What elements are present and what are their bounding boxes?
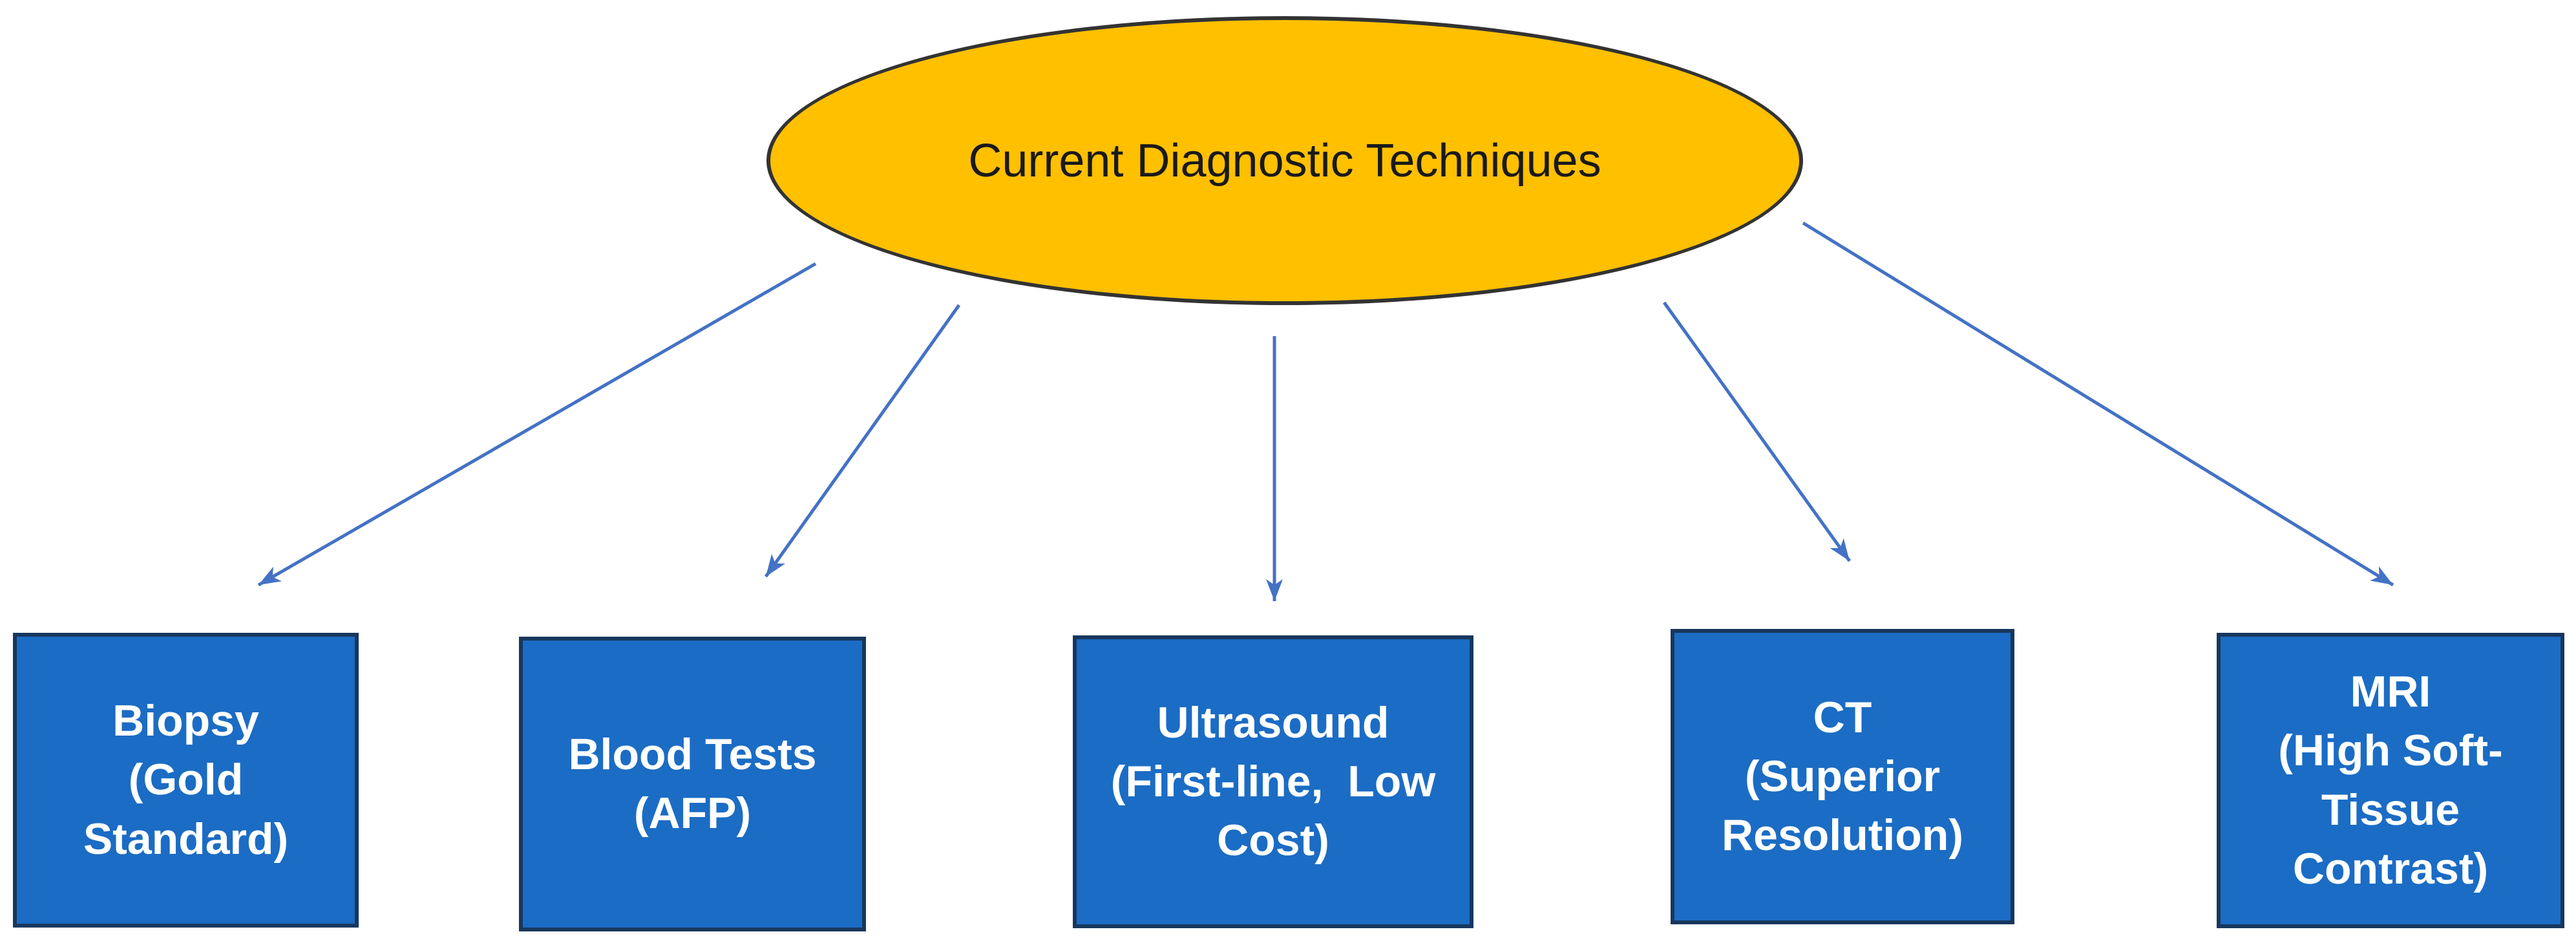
node-blood-tests: Blood Tests (AFP) <box>519 637 866 931</box>
node-blood-tests-label: Blood Tests (AFP) <box>568 729 817 838</box>
arrow-to-ct <box>1662 301 1852 562</box>
node-biopsy: Biopsy (Gold Standard) <box>13 633 359 928</box>
arrow-to-blood-tests <box>764 304 961 578</box>
arrow-to-mri <box>1802 221 2394 587</box>
node-ct-label: CT (Superior Resolution) <box>1722 692 1963 860</box>
node-ultrasound-label: Ultrasound (First-line, Low Cost) <box>1110 697 1436 865</box>
arrow-to-biopsy <box>257 262 817 587</box>
root-node-ellipse: Current Diagnostic Techniques <box>766 16 1803 305</box>
node-mri: MRI (High Soft- Tissue Contrast) <box>2217 633 2564 928</box>
node-ct: CT (Superior Resolution) <box>1671 629 2014 924</box>
node-biopsy-label: Biopsy (Gold Standard) <box>83 696 289 864</box>
node-ultrasound: Ultrasound (First-line, Low Cost) <box>1073 635 1473 928</box>
root-node-label: Current Diagnostic Techniques <box>968 134 1601 187</box>
node-mri-label: MRI (High Soft- Tissue Contrast) <box>2278 667 2503 893</box>
